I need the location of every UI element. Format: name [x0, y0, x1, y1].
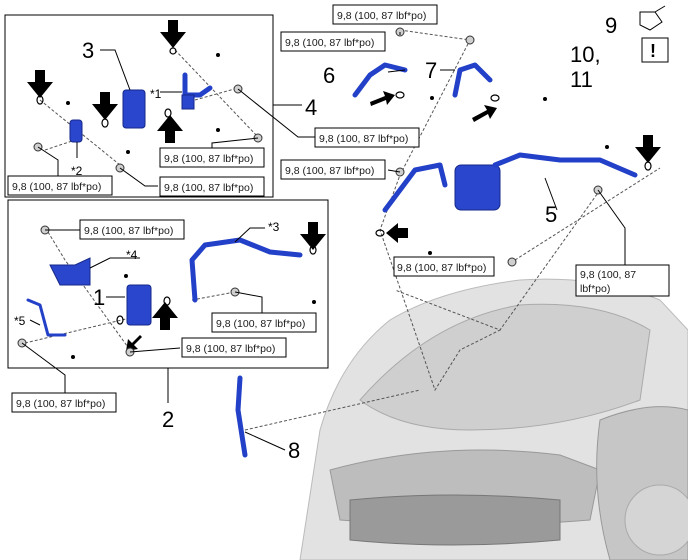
- part-pipe-5: [26, 298, 67, 337]
- note-5: *5: [14, 314, 26, 328]
- part-pipe-3: [189, 237, 303, 303]
- caution-mark: !: [650, 41, 656, 61]
- callout-2: 2: [162, 407, 174, 432]
- callout-numbers: 3 4 6 7 9 10, 11 5 1 2 8: [82, 13, 617, 463]
- torque-label: 9,8 (100, 87 lbf*po): [164, 153, 253, 165]
- callout-1: 1: [93, 285, 105, 310]
- torque-label: 9,8 (100, 87 lbf*po): [319, 133, 408, 145]
- callout-10: 10,: [570, 42, 601, 67]
- callout-5: 5: [545, 202, 557, 227]
- caution-icon: !: [641, 37, 669, 63]
- part-pipe-6: [352, 62, 408, 98]
- callout-3: 3: [82, 38, 94, 63]
- callout-9: 9: [605, 13, 617, 38]
- callout-8: 8: [288, 438, 300, 463]
- part-bracket-1: [181, 72, 213, 110]
- torque-label-line2: lbf*po): [580, 283, 610, 295]
- o-ring-markers: [36, 47, 652, 359]
- torque-label: 9,8 (100, 87 lbf*po): [16, 398, 105, 410]
- torque-label: 9,8 (100, 87 lbf*po): [216, 318, 305, 330]
- note-2: *2: [71, 164, 83, 178]
- torque-label: 9,8 (100, 87 lbf*po): [285, 37, 374, 49]
- part-3-component: [122, 89, 146, 129]
- leader-lines: [21, 32, 626, 451]
- torque-label: 9,8 (100, 87 lbf*po): [12, 181, 101, 193]
- vehicle-illustration: [299, 278, 688, 560]
- group-frame-upper: [4, 14, 274, 198]
- part-5-compressor-hose: [382, 152, 638, 213]
- torque-label: 9,8 (100, 87 lbf*po): [397, 262, 486, 274]
- callout-6: 6: [323, 63, 335, 88]
- note-markers: *1 *2 *3 *4 *5: [14, 87, 280, 328]
- torque-label: 9,8 (100, 87 lbf*po): [186, 343, 275, 355]
- torque-label: 9,8 (100, 87 lbf*po): [84, 225, 173, 237]
- part-pipe-8: [235, 375, 248, 458]
- note-4: *4: [126, 248, 138, 262]
- part-bracket-2: [69, 119, 83, 143]
- torque-label: 9,8 (100, 87 lbf*po): [285, 165, 374, 177]
- callout-7: 7: [425, 58, 437, 83]
- note-1: *1: [150, 87, 162, 101]
- torque-labels: 9,8 (100, 87 lbf*po) 9,8 (100, 87 lbf*po…: [7, 4, 670, 413]
- oil-can-icon: [639, 5, 666, 31]
- arrow-icons: [27, 20, 661, 351]
- torque-label-line1: 9,8 (100, 87: [580, 269, 636, 281]
- callout-11: 11: [570, 67, 593, 92]
- part-pipe-7: [452, 62, 493, 98]
- note-3: *3: [268, 220, 280, 234]
- torque-label: 9,8 (100, 87 lbf*po): [337, 10, 426, 22]
- part-bracket-4: [49, 257, 91, 286]
- part-1-component: [126, 284, 152, 326]
- torque-label: 9,8 (100, 87 lbf*po): [164, 182, 253, 194]
- callout-4: 4: [305, 95, 317, 120]
